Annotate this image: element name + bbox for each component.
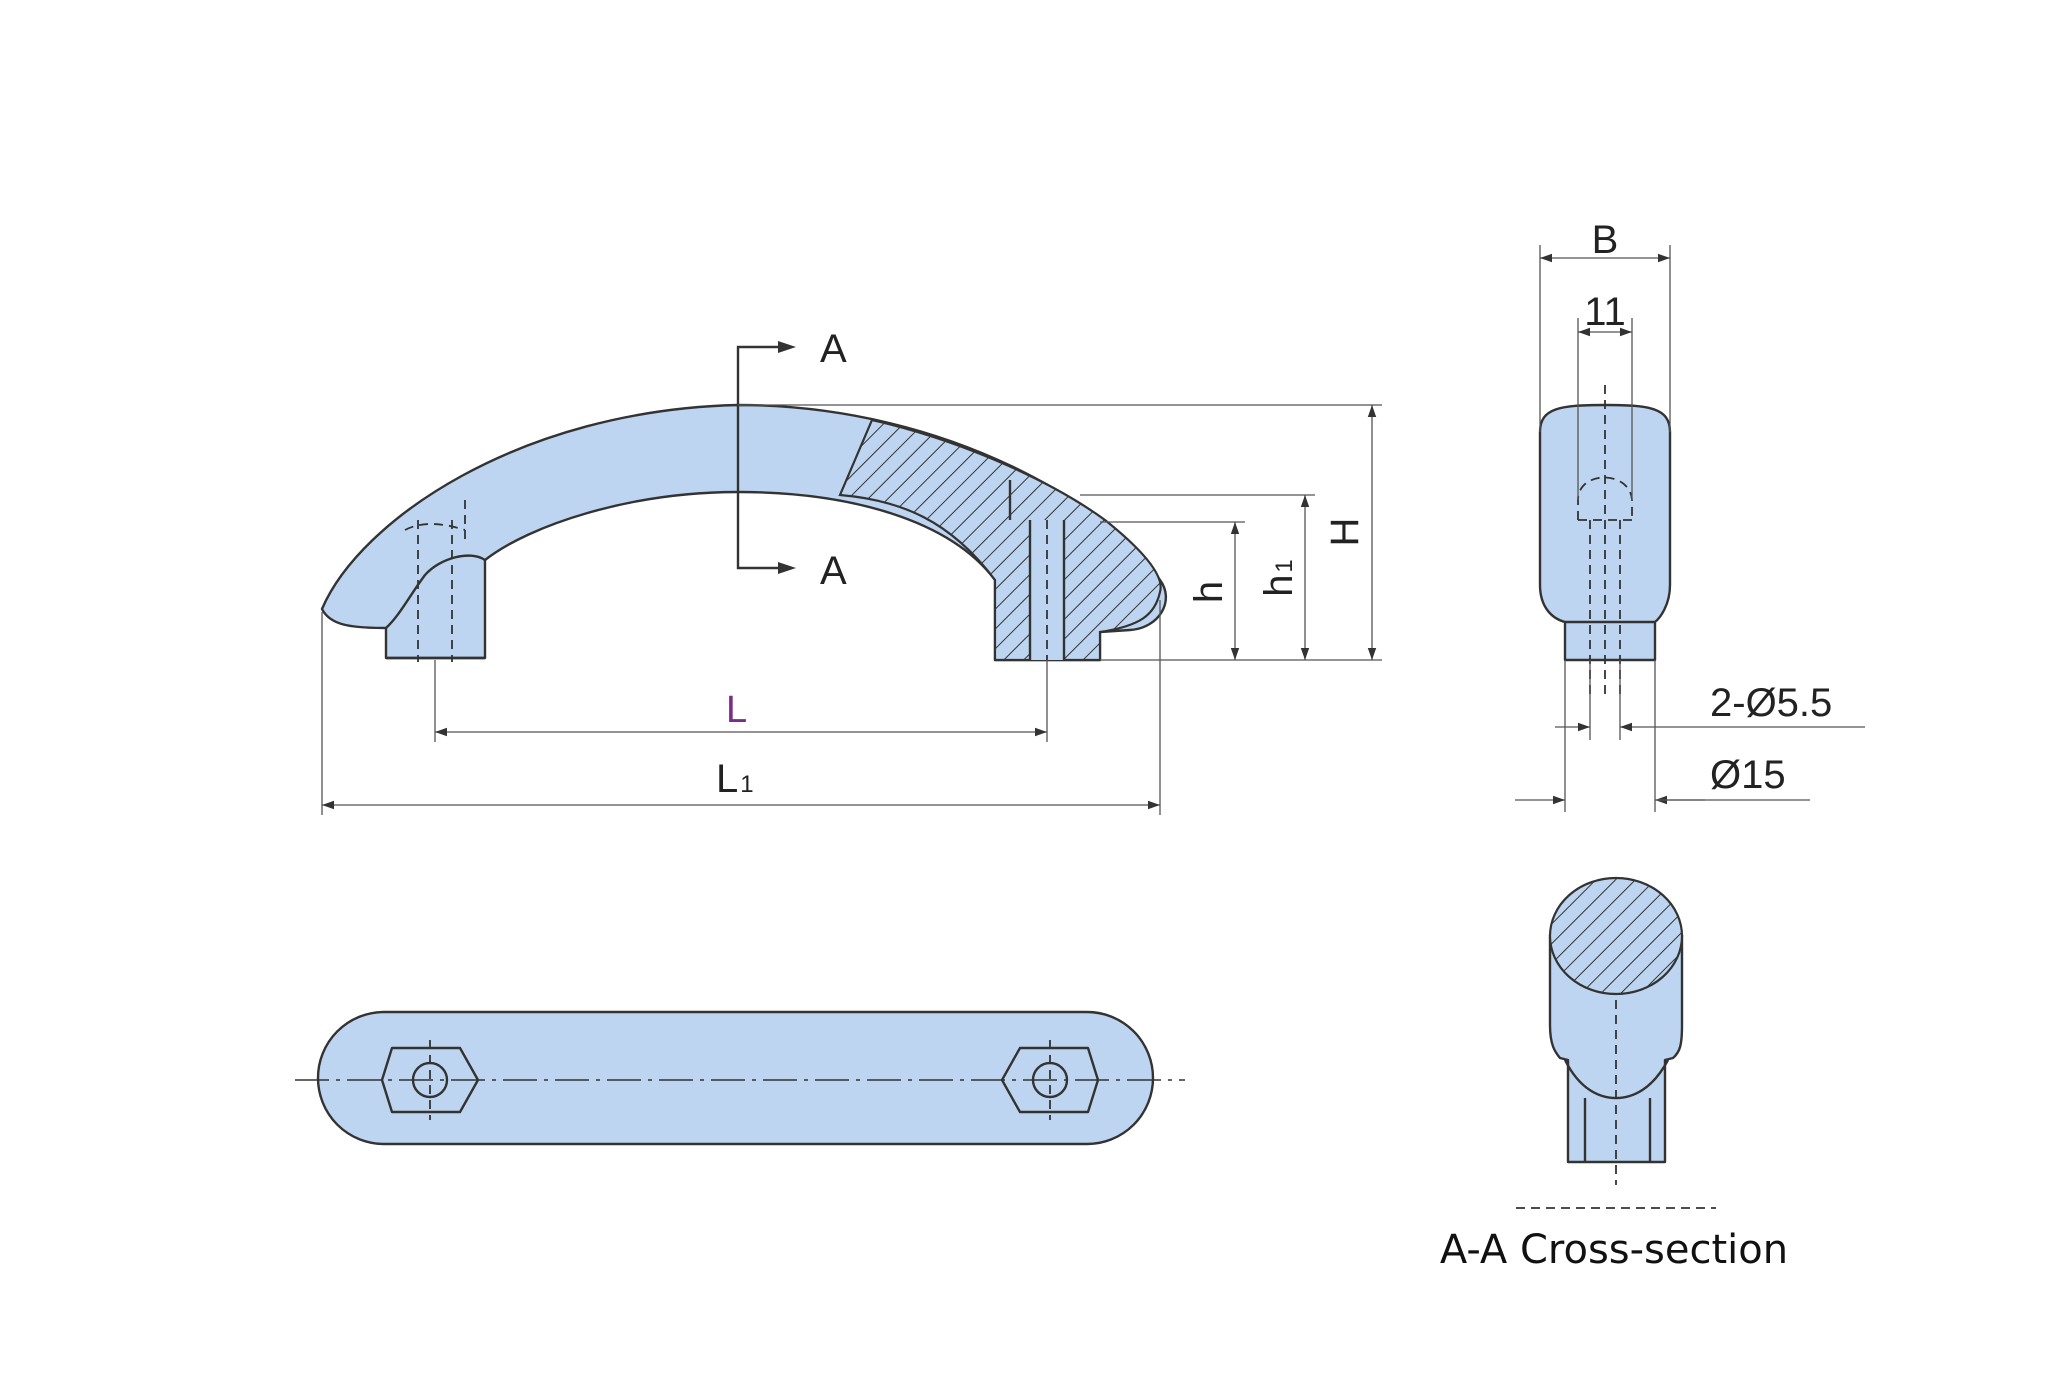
top-view — [295, 1010, 1185, 1146]
front-section-hatch — [838, 418, 1162, 662]
cross-section-caption: A-A Cross-section — [1440, 1227, 1788, 1273]
left-boss-outline — [380, 1046, 480, 1114]
dim-L-label: L — [726, 689, 747, 731]
side-view: B 11 2-Ø5.5 Ø15 — [1515, 218, 1865, 812]
section-label-a-bottom: A — [820, 549, 847, 593]
dim-L1-label: L1 — [716, 757, 754, 801]
handle-top-body — [316, 1010, 1155, 1146]
dim-11-label: 11 — [1584, 290, 1626, 334]
handle-side-body — [1538, 403, 1672, 662]
dim-holes-label: 2-Ø5.5 — [1710, 681, 1832, 725]
right-boss-outline — [1000, 1046, 1100, 1114]
dim-H-label: H — [1323, 518, 1367, 547]
section-label-a-top: A — [820, 327, 847, 371]
dim-h1-label: h1 — [1257, 559, 1301, 597]
cross-section-view — [1516, 876, 1716, 1209]
left-foot-edge — [385, 554, 486, 629]
dim-B-label: B — [1592, 218, 1619, 262]
front-view: A A L L1 H h1 h — [320, 327, 1382, 815]
section-line-a-top — [736, 345, 790, 405]
section-line-a-bottom — [736, 492, 790, 570]
dim-boss-label: Ø15 — [1710, 753, 1786, 797]
dim-h-label: h — [1187, 581, 1231, 603]
left-hole-hidden-top — [404, 523, 466, 531]
cross-section-hatch — [1548, 876, 1684, 996]
